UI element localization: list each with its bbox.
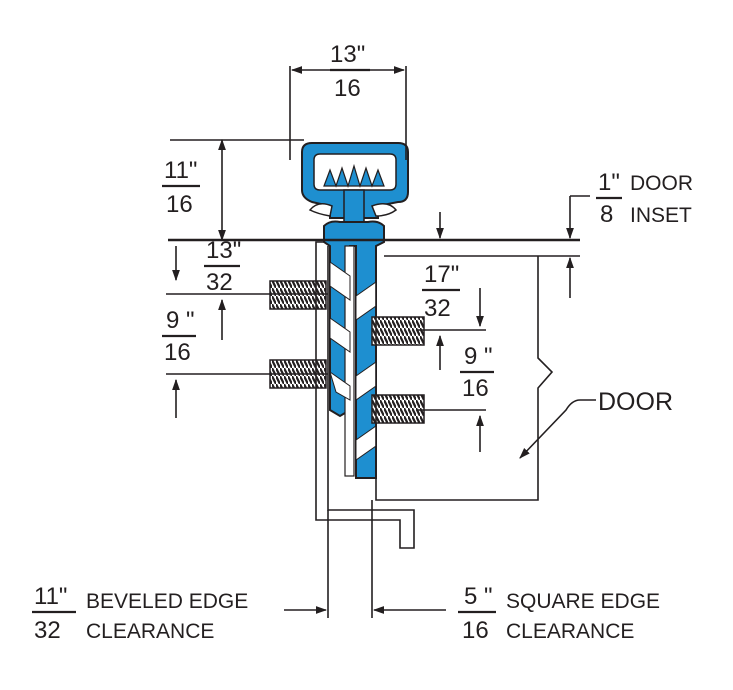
dim-17-32: 17" 32 [418,261,486,370]
beveled-line1: BEVELED EDGE [86,590,248,613]
beveled-clearance: 11" 32 BEVELED EDGE CLEARANCE [32,583,328,644]
top-height-denominator: 16 [166,191,193,218]
door-callout: DOOR [519,388,673,459]
dim-9-16-right: 9 " 16 [418,343,494,452]
spacing-13-32-numerator: 13" [206,237,241,264]
spacing-9-16-left-denominator: 16 [164,339,191,366]
beveled-numerator: 11" [34,583,67,610]
seal-gap [344,245,355,477]
beveled-denominator: 32 [34,617,61,644]
seal-hatch-2 [329,317,351,353]
square-denominator: 16 [462,617,489,644]
dim-top-height: 11" 16 [162,138,304,242]
seal-lobe-right [371,203,398,217]
spacing-13-32-denominator: 32 [206,269,233,296]
screw-right-upper [371,316,425,346]
door-inset-word2: INSET [630,204,692,227]
top-width-denominator: 16 [334,75,361,102]
top-height-numerator: 11" [164,157,197,184]
spacing-17-32-numerator: 17" [424,261,459,288]
door-inset-word1: DOOR [630,172,693,195]
jamb-profile [315,241,415,549]
screw-left-upper [269,280,327,310]
door-inset-denominator: 8 [600,201,613,228]
beveled-line2: CLEARANCE [86,620,214,643]
seal-hatch-3 [329,370,351,401]
square-line2: CLEARANCE [506,620,634,643]
seal-teeth [323,163,385,188]
seal-lobe-left [308,203,333,217]
square-clearance: 5 " 16 SQUARE EDGE CLEARANCE [372,583,660,644]
dim-9-16-left: 9 " 16 [162,307,328,418]
spacing-9-16-right-numerator: 9 " [464,343,493,370]
seal-body [301,142,409,479]
top-width-numerator: 13" [330,41,365,68]
door-outline [375,256,554,501]
square-numerator: 5 " [464,583,493,610]
spacing-9-16-left-numerator: 9 " [166,307,195,334]
screw-right-lower [371,394,425,424]
door-inset-numerator: 1" [598,169,620,196]
spacing-9-16-right-denominator: 16 [462,375,489,402]
spacing-17-32-denominator: 32 [424,295,451,322]
seal-hatch-1 [329,261,351,301]
dim-door-inset: 1" 8 DOOR INSET [436,169,693,298]
door-label: DOOR [598,388,673,416]
dim-top-width: 13" 16 [289,41,407,160]
frame-lines [168,238,580,618]
dim-13-32: 13" 32 [166,237,328,340]
square-line1: SQUARE EDGE [506,590,660,613]
